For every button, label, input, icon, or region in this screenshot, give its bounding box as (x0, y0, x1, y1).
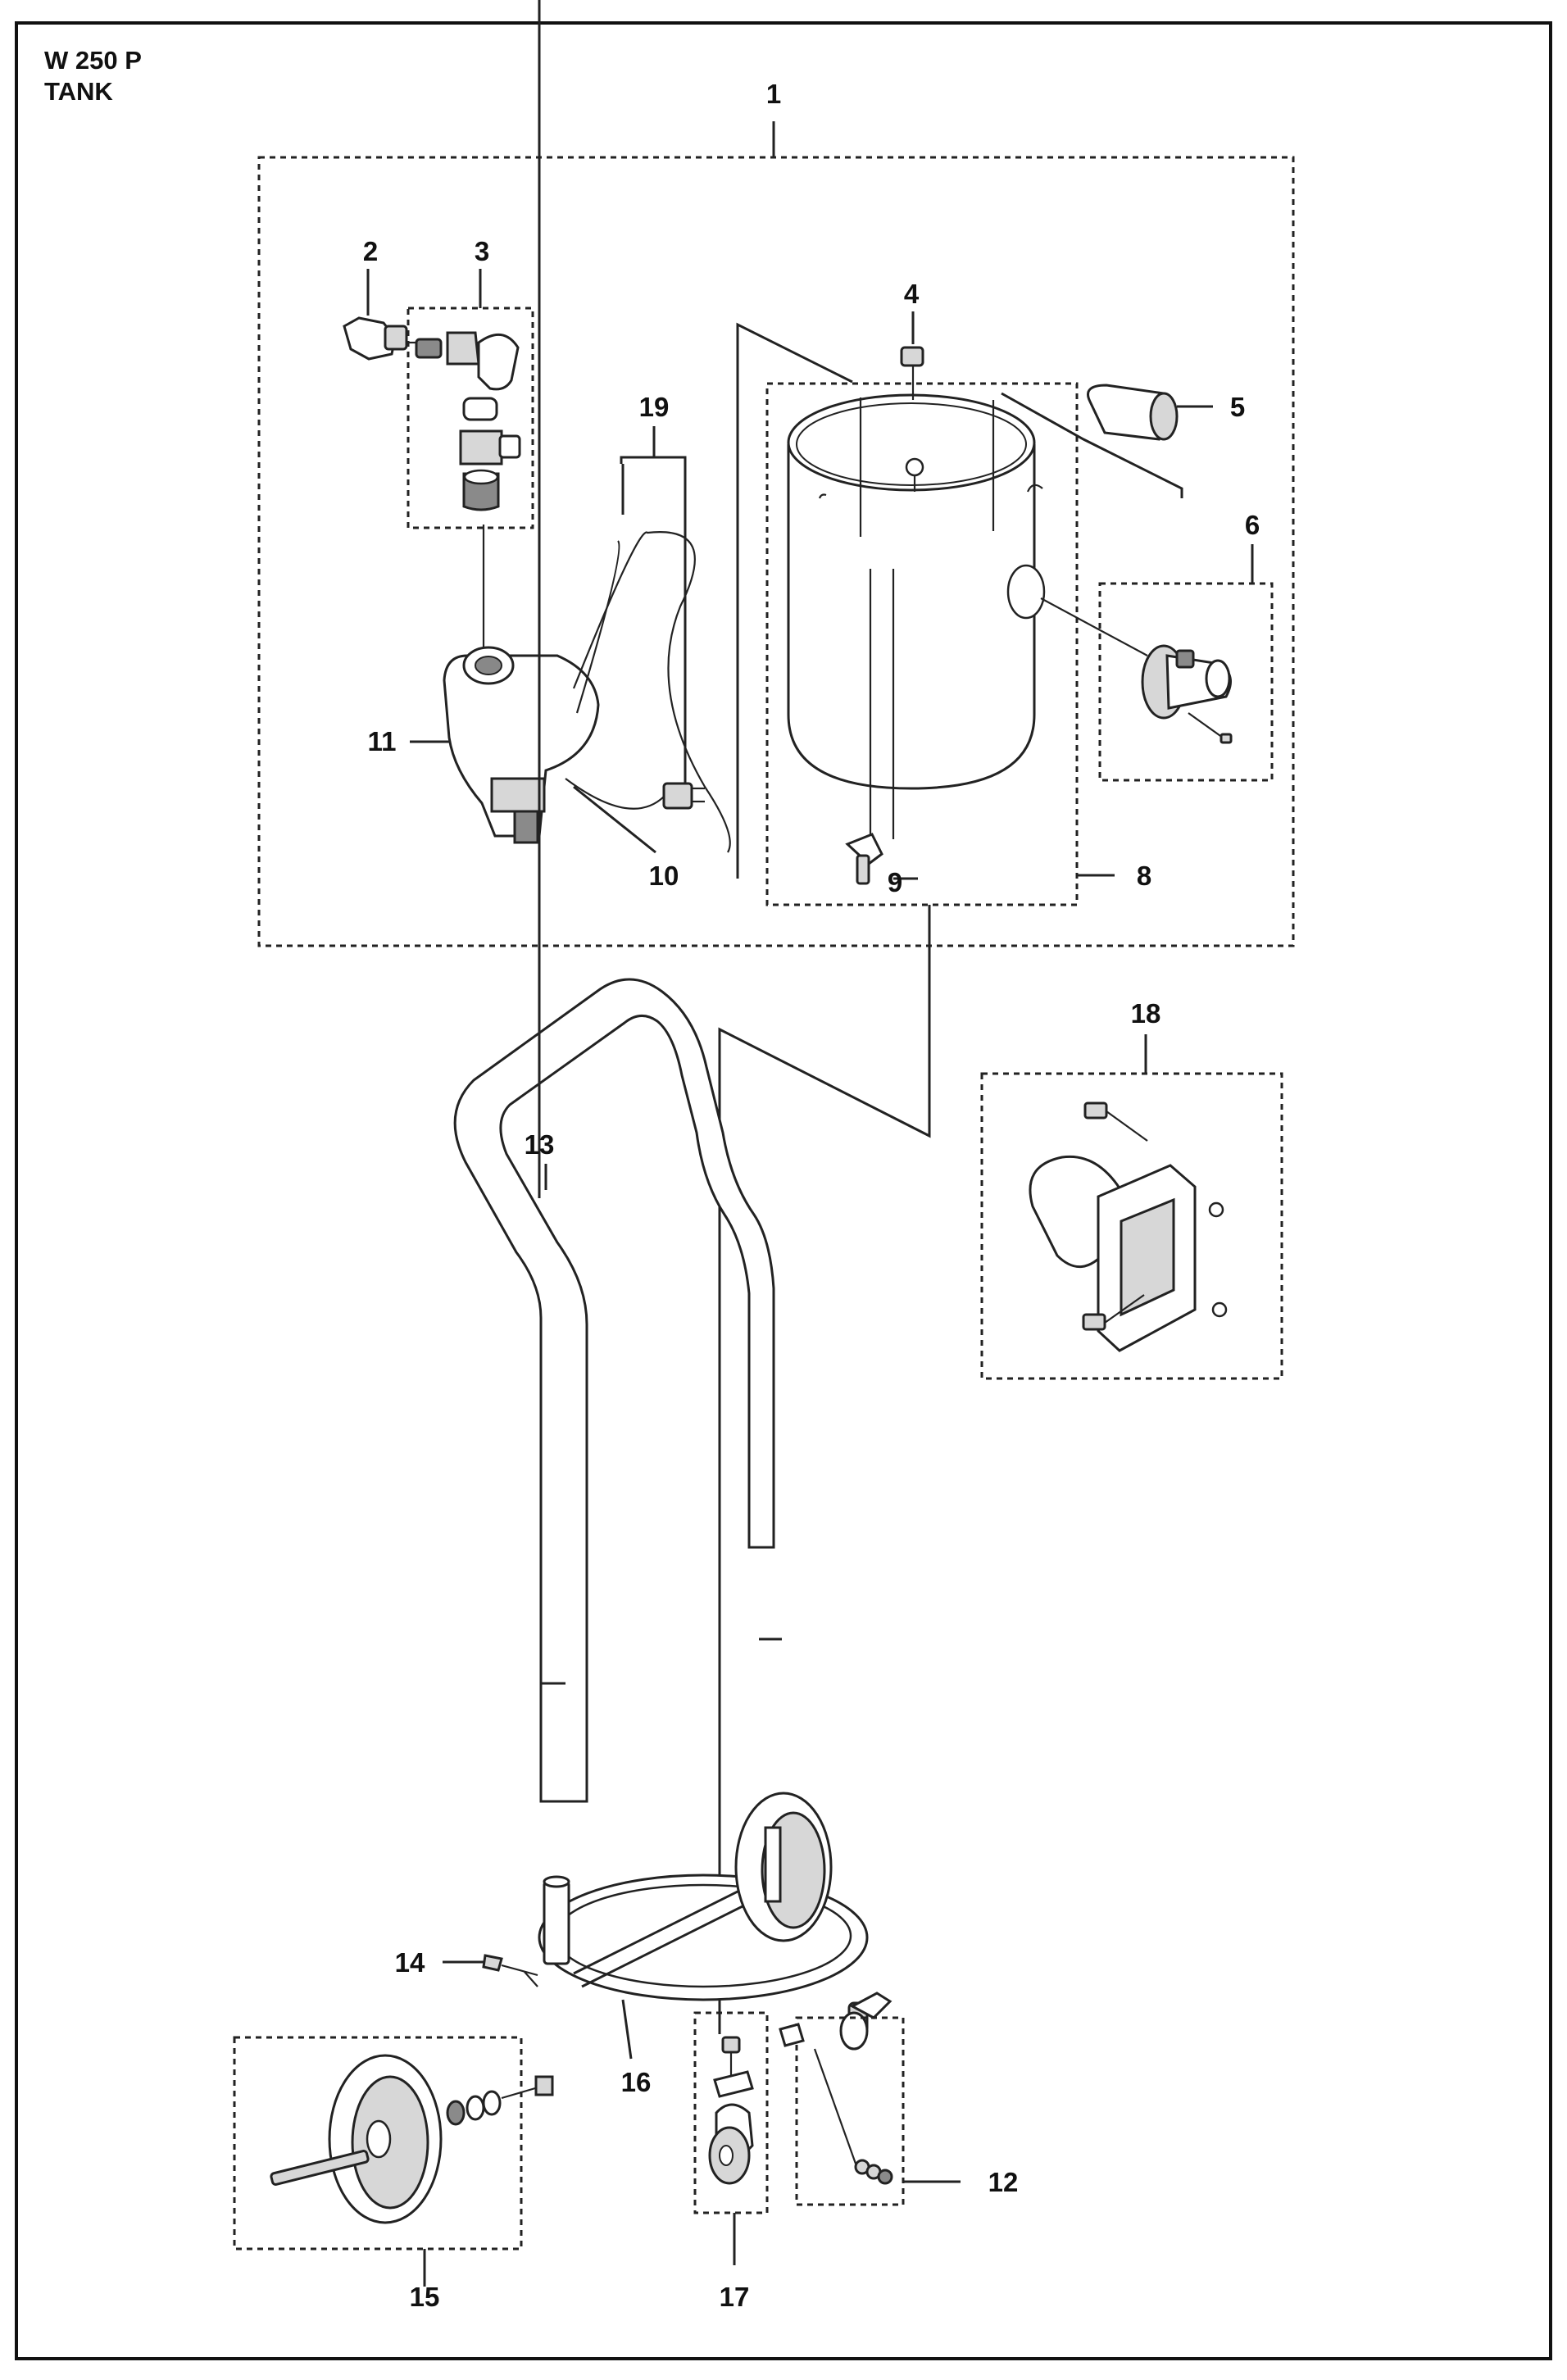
label-part-14: 14 (395, 1947, 425, 1978)
frame-rear-wheels (734, 1792, 893, 2051)
label-part-13: 13 (525, 1129, 555, 1160)
part-14-clip (443, 1954, 538, 1987)
group-box-1 (257, 156, 1295, 947)
part-18-bracket (1029, 1101, 1228, 1352)
page-frame (15, 21, 1552, 2360)
part-15-wheel (270, 2054, 554, 2224)
part-2-coupling (343, 269, 420, 361)
label-part-16: 16 (621, 2067, 652, 2097)
label-part-10: 10 (649, 861, 679, 891)
label-part-12: 12 (988, 2167, 1019, 2197)
label-part-8: 8 (1137, 861, 1151, 891)
group-box-6 (1098, 582, 1274, 782)
label-part-17: 17 (720, 2282, 750, 2312)
label-part-19: 19 (639, 392, 670, 422)
part-13-handle (453, 0, 782, 1803)
label-part-3: 3 (475, 236, 489, 266)
part-3-fittings (415, 331, 521, 647)
label-part-5: 5 (1230, 392, 1245, 422)
group-box-17 (693, 2011, 769, 2214)
group-box-18 (980, 1072, 1283, 1380)
part-17-castor (708, 2036, 754, 2185)
group-box-12 (795, 2016, 905, 2206)
label-part-6: 6 (1245, 510, 1260, 540)
label-part-1: 1 (766, 79, 781, 109)
label-part-2: 2 (363, 236, 378, 266)
assembly-line-tank-to-frame (718, 905, 931, 2034)
part-number-labels: 1 2 3 4 5 6 8 9 10 11 12 13 14 15 16 17 … (363, 79, 1260, 2312)
break-line-left (736, 322, 853, 879)
label-part-18: 18 (1131, 998, 1161, 1029)
group-box-3 (407, 307, 534, 529)
part-4-valve (900, 311, 924, 400)
model-title: W 250 P (44, 46, 142, 75)
leader-10 (573, 785, 656, 854)
part-11-pump (410, 531, 731, 853)
group-box-8 (765, 382, 1079, 906)
label-part-4: 4 (904, 279, 920, 309)
section-title: TANK (44, 77, 113, 106)
part-9-latch (845, 833, 918, 885)
part-8-tank (787, 393, 1046, 839)
part-12-hardware (779, 2023, 893, 2185)
label-part-9: 9 (888, 867, 902, 897)
bracket-19 (620, 456, 687, 464)
break-line-right (1001, 392, 1183, 498)
label-part-11: 11 (368, 726, 397, 756)
group-box-15 (233, 2036, 523, 2251)
part-5-inlet (1087, 384, 1213, 441)
label-part-15: 15 (410, 2282, 440, 2312)
part-6-hose-inlet (1040, 597, 1233, 744)
